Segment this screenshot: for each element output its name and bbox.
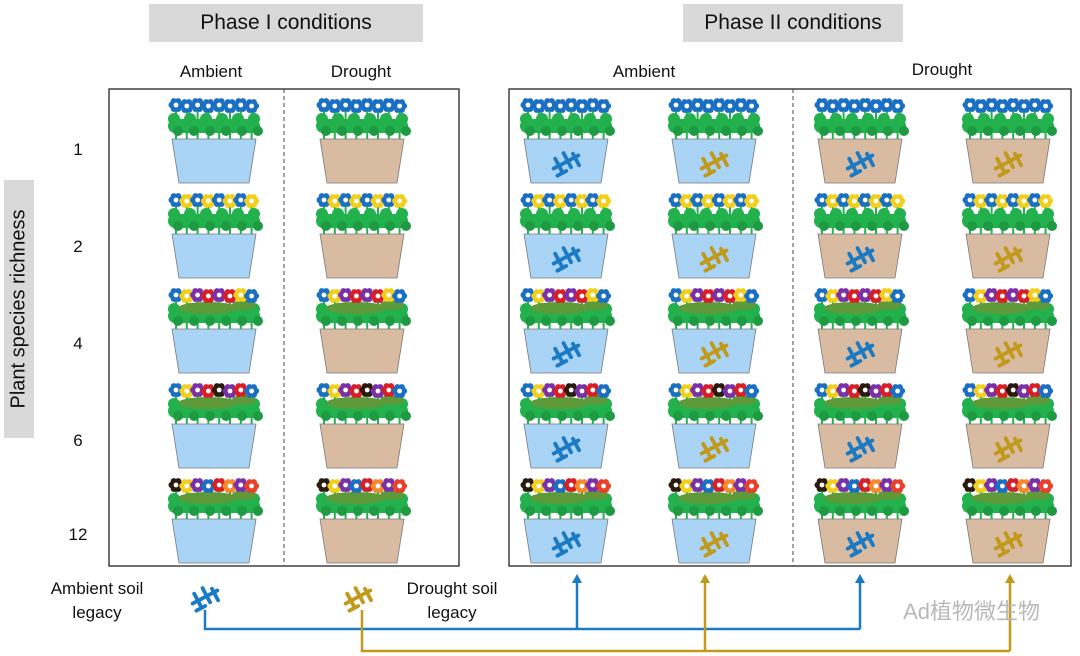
phase2-drought-header: Drought [911, 60, 973, 79]
pot-phase2-ambient-ambientlegacy [520, 383, 615, 469]
pot-phase1-drought [316, 478, 411, 564]
pot-phase1-ambient [168, 98, 263, 184]
y-axis-label: Plant species richness [4, 180, 34, 438]
pot-phase2-ambient-droughtlegacy [668, 98, 763, 184]
row-label-1: 1 [73, 140, 83, 159]
watermark: Ad植物微生物 [903, 599, 1040, 624]
pot-phase2-ambient-droughtlegacy [668, 288, 763, 374]
phase1-drought-header: Drought [330, 62, 392, 81]
ambient-arrowhead-1 [572, 574, 582, 583]
pot-phase2-drought-ambientlegacy [814, 383, 909, 469]
phase2-ambient-header: Ambient [612, 62, 676, 81]
row-label-4: 4 [73, 334, 83, 353]
pot-phase2-ambient-ambientlegacy [520, 478, 615, 564]
row-label-6: 6 [73, 431, 83, 450]
pot-phase1-ambient [168, 383, 263, 469]
row-label-12: 12 [68, 525, 88, 544]
pot-phase2-drought-ambientlegacy [814, 193, 909, 279]
pot-phase1-drought [316, 193, 411, 279]
pot-phase1-drought [316, 288, 411, 374]
pot-phase2-drought-droughtlegacy [962, 383, 1057, 469]
pot-phase2-drought-droughtlegacy [962, 288, 1057, 374]
pot-phase2-ambient-ambientlegacy [520, 193, 615, 279]
ambient-legacy-connector [203, 610, 860, 631]
pot-phase2-drought-ambientlegacy [814, 288, 909, 374]
pot-phase2-drought-ambientlegacy [814, 98, 909, 184]
pot-phase2-drought-ambientlegacy [814, 478, 909, 564]
pot-phase2-drought-droughtlegacy [962, 193, 1057, 279]
ambient-legacy-icon [190, 586, 220, 613]
pot-phase2-drought-droughtlegacy [962, 478, 1057, 564]
row-label-2: 2 [73, 237, 83, 256]
pot-phase1-drought [316, 98, 411, 184]
ambient-legacy-label: Ambient soil legacy [50, 579, 144, 622]
pot-phase1-ambient [168, 288, 263, 374]
phase1-header: Phase I conditions [149, 4, 423, 42]
pot-phase1-ambient [168, 193, 263, 279]
drought-legacy-connector [360, 610, 1010, 653]
drought-legacy-icon [343, 586, 373, 613]
ambient-arrowhead-2 [855, 574, 865, 583]
pot-phase2-ambient-droughtlegacy [668, 383, 763, 469]
phase2-panel [508, 88, 1072, 567]
pot-phase2-drought-droughtlegacy [962, 98, 1057, 184]
drought-arrowhead-2 [1005, 574, 1015, 583]
pot-phase1-drought [316, 383, 411, 469]
phase1-ambient-header: Ambient [179, 62, 243, 81]
drought-legacy-label: Drought soil legacy [406, 579, 498, 622]
pot-phase2-ambient-ambientlegacy [520, 98, 615, 184]
pot-phase2-ambient-ambientlegacy [520, 288, 615, 374]
pot-phase2-ambient-droughtlegacy [668, 193, 763, 279]
pot-phase1-ambient [168, 478, 263, 564]
drought-arrowhead-1 [700, 574, 710, 583]
pot-phase2-ambient-droughtlegacy [668, 478, 763, 564]
phase2-header: Phase II conditions [683, 4, 903, 42]
